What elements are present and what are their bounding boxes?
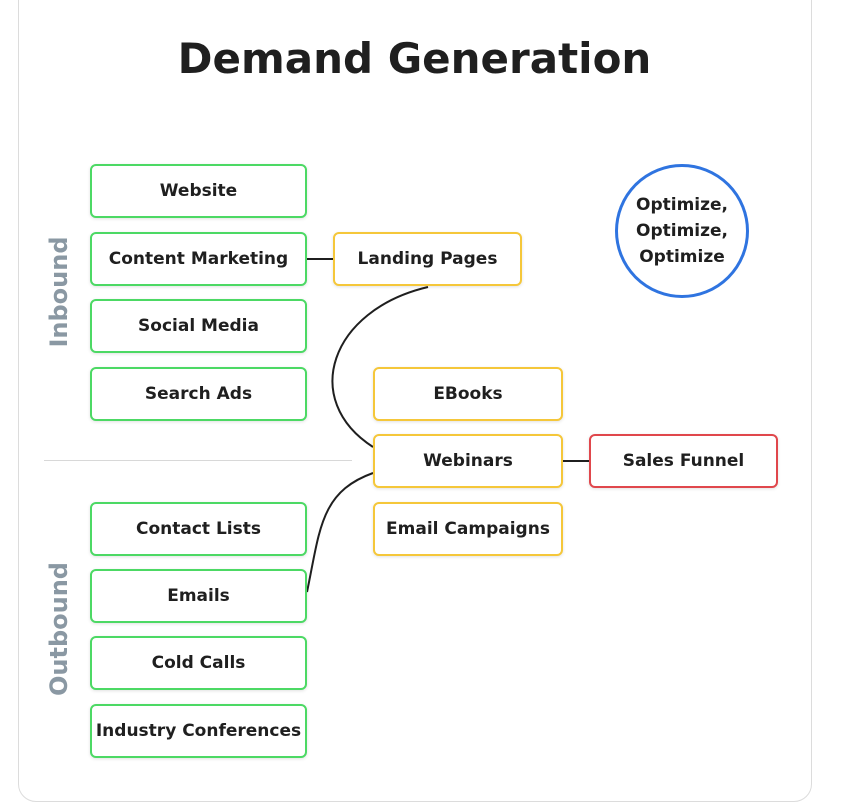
node-landing-pages: Landing Pages [333,232,522,286]
node-email-campaigns: Email Campaigns [373,502,563,556]
diagram-title: Demand Generation [177,34,652,83]
node-social-media: Social Media [90,299,307,353]
optimize-line-3: Optimize [639,247,725,267]
node-search-ads: Search Ads [90,367,307,421]
optimize-circle: Optimize, Optimize, Optimize [615,164,749,298]
node-content-marketing: Content Marketing [90,232,307,286]
node-sales-funnel: Sales Funnel [589,434,778,488]
connector-lines [306,258,589,593]
node-industry-conferences: Industry Conferences [90,704,307,758]
connector-emails-to-webinars [306,472,374,593]
optimize-line-1: Optimize, [636,195,728,215]
optimize-line-2: Optimize, [636,221,728,241]
inbound-label: Inbound [45,236,73,348]
node-cold-calls: Cold Calls [90,636,307,690]
inbound-outbound-divider [44,460,352,461]
node-website: Website [90,164,307,218]
node-ebooks: EBooks [373,367,563,421]
outbound-label: Outbound [45,562,73,696]
connector-landing-to-webinars [331,286,429,448]
node-contact-lists: Contact Lists [90,502,307,556]
node-emails: Emails [90,569,307,623]
node-webinars: Webinars [373,434,563,488]
